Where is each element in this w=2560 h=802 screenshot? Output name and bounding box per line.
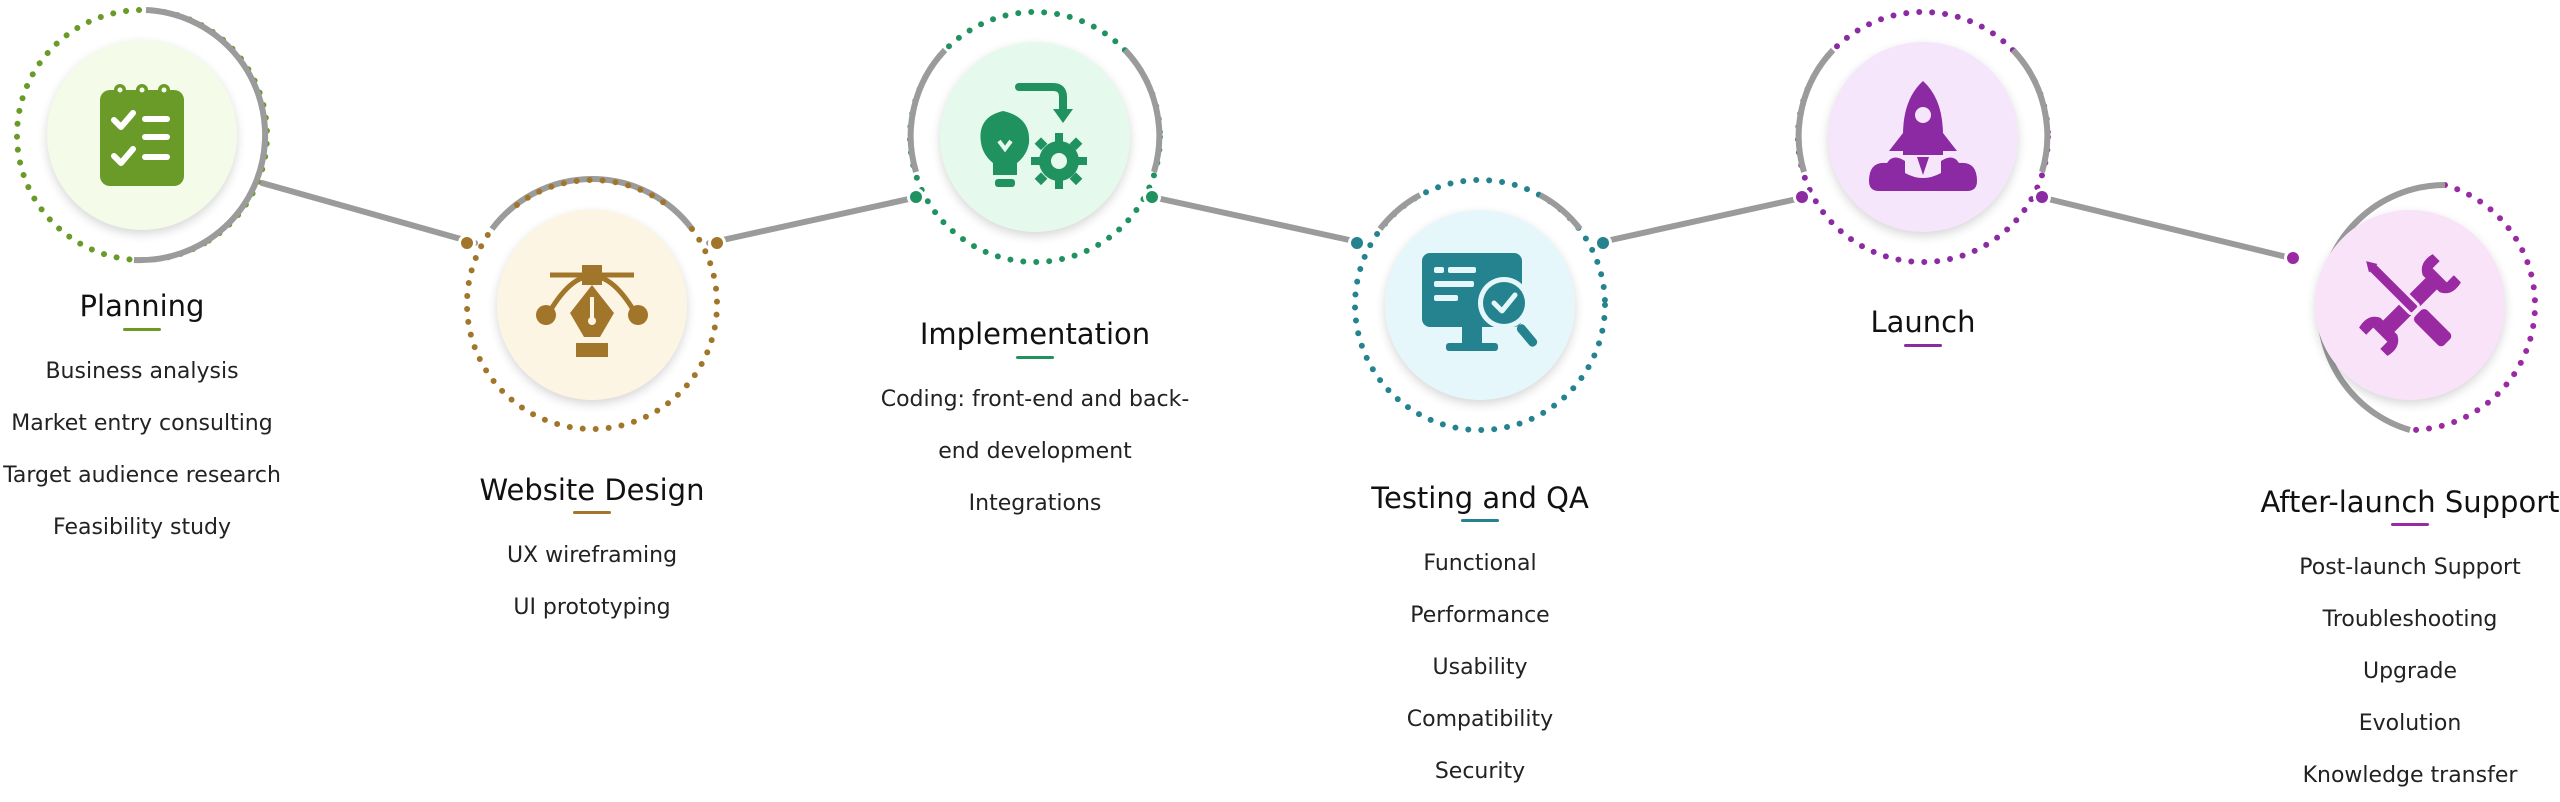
list-item: Performance xyxy=(1410,603,1550,628)
connector-planning-design xyxy=(259,180,478,246)
stage-node xyxy=(2275,170,2545,440)
list-item: Target audience research xyxy=(3,463,281,488)
icon-disc xyxy=(2315,210,2505,400)
list-item: Business analysis xyxy=(45,359,239,384)
title-underline xyxy=(123,328,161,331)
stage-ring xyxy=(1348,177,1612,433)
title-underline xyxy=(1461,519,1499,522)
stage-ring xyxy=(458,176,726,432)
rocket-icon xyxy=(1869,81,1977,191)
icon-disc xyxy=(47,40,237,230)
list-item: Compatibility xyxy=(1406,707,1554,732)
monitor-check-icon xyxy=(1422,253,1538,351)
stage-title: Implementation xyxy=(919,317,1151,351)
timeline-connectors xyxy=(259,180,2294,261)
stage-node xyxy=(457,170,727,440)
connector-design-implementation xyxy=(706,194,921,246)
stage-item-list: Post-launch Support Troubleshooting Upgr… xyxy=(2190,542,2560,802)
bulb-gear-icon xyxy=(980,83,1087,189)
icon-disc xyxy=(940,42,1130,232)
list-item: Troubleshooting xyxy=(2322,607,2498,632)
list-item: Usability xyxy=(1432,655,1528,680)
icon-disc xyxy=(497,210,687,400)
list-item: Post-launch Support xyxy=(2299,555,2521,580)
stage-item-list: Functional Performance Usability Compati… xyxy=(1260,538,1700,798)
stage-item-list: Business analysis Market entry consultin… xyxy=(0,346,362,554)
list-item: Security xyxy=(1434,759,1526,784)
list-item: Functional xyxy=(1423,551,1537,576)
list-item: UX wireframing xyxy=(506,543,678,568)
title-underline xyxy=(573,511,611,514)
connector-testing-launch xyxy=(1594,194,1809,246)
stage-description: Coding: front-end and back-end developme… xyxy=(880,387,1190,516)
list-item: Knowledge transfer xyxy=(2302,763,2518,788)
list-item: Upgrade xyxy=(2362,659,2458,684)
title-underline xyxy=(2391,523,2429,526)
wrench-screwdriver-icon xyxy=(2359,254,2461,356)
stage-ring xyxy=(1793,9,2051,265)
stage-title: Planning xyxy=(79,289,205,323)
stage-title: Testing and QA xyxy=(1371,481,1589,515)
list-item: UI prototyping xyxy=(513,595,671,620)
stage-node xyxy=(900,2,1170,272)
icon-disc xyxy=(1385,210,1575,400)
stage-title: After-launch Support xyxy=(2260,485,2560,519)
stage-node xyxy=(7,0,277,270)
pen-tool-icon xyxy=(536,265,648,357)
stage-title: Launch xyxy=(1870,305,1976,339)
stage-ring xyxy=(907,9,1163,265)
title-underline xyxy=(1016,356,1054,359)
connector-implementation-testing xyxy=(1149,194,1366,246)
stage-node xyxy=(1788,2,2058,272)
clipboard-checklist-icon xyxy=(100,84,184,186)
title-underline xyxy=(1904,344,1942,347)
icon-disc xyxy=(1828,42,2018,232)
list-item: Evolution xyxy=(2358,711,2462,736)
stage-item-list: UX wireframing UI prototyping xyxy=(372,530,812,634)
stage-title: Website Design xyxy=(479,473,705,507)
list-item: Feasibility study xyxy=(53,515,231,540)
stage-node xyxy=(1345,170,1615,440)
list-item: Market entry consulting xyxy=(11,411,273,436)
connector-launch-support xyxy=(2037,194,2294,261)
